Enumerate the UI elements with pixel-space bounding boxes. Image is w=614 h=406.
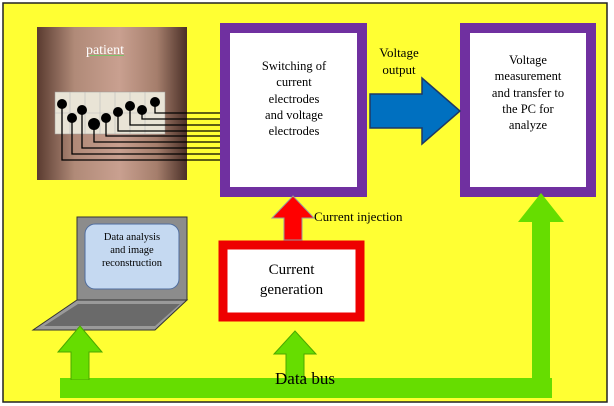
data-bus	[56, 193, 564, 398]
laptop-line-2: and image	[110, 245, 154, 257]
laptop-screen-text: Data analysis and image reconstruction	[86, 231, 178, 270]
switching-box	[220, 23, 367, 197]
current-generation-text: Current generation	[228, 261, 355, 300]
laptop-line-3: reconstruction	[101, 258, 163, 270]
current-generation-line-2: generation	[259, 281, 324, 298]
measurement-line-5: analyze	[508, 118, 548, 132]
switching-line-5: electrodes	[268, 124, 320, 138]
switching-box-text: Switching of current electrodes and volt…	[234, 58, 354, 139]
measurement-line-4: the PC for	[502, 101, 554, 116]
current-generation-box	[218, 240, 365, 322]
electrodes	[57, 97, 160, 130]
measurement-line-2: measurement	[494, 69, 562, 84]
laptop-screen	[84, 223, 180, 290]
switching-line-1: Switching of	[261, 59, 327, 73]
measurement-box-text: Voltage measurement and transfer to the …	[471, 52, 585, 133]
laptop	[31, 216, 189, 331]
current-injection-label: Current injection	[314, 209, 403, 224]
measurement-line-1: Voltage	[509, 53, 547, 67]
current-injection-arrow	[270, 195, 316, 241]
voltage-output-arrow	[369, 76, 462, 146]
measurement-line-3: and transfer to	[491, 85, 565, 100]
voltage-output-line-1: Voltage	[379, 45, 419, 60]
measurement-box	[460, 23, 596, 197]
current-generation-line-1: Current	[268, 262, 315, 278]
switching-line-3: electrodes	[268, 91, 320, 106]
switching-line-4: and voltage	[265, 107, 323, 122]
voltage-output-label: Voltage output	[368, 45, 430, 79]
voltage-output-line-2: output	[382, 61, 416, 77]
data-bus-label: Data bus	[275, 369, 335, 388]
patient-label: patient	[85, 43, 125, 58]
laptop-line-1: Data analysis	[103, 232, 161, 243]
switching-line-2: current	[276, 75, 312, 90]
